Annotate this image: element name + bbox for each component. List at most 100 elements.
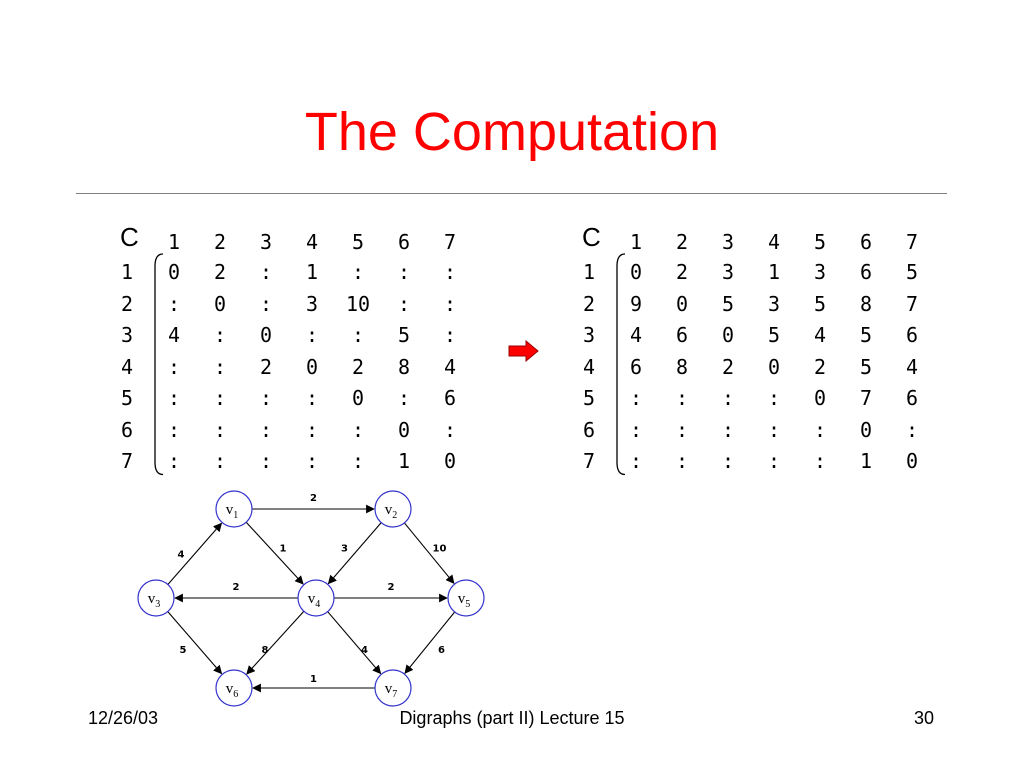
matrix-cell: : bbox=[629, 386, 643, 410]
matrix-cell: : bbox=[813, 449, 827, 473]
edge-weight-label: 2 bbox=[388, 582, 395, 593]
matrix-cell: : bbox=[167, 354, 181, 379]
edge-weight-label: 2 bbox=[233, 582, 240, 593]
row-header: 5 bbox=[583, 386, 596, 410]
matrix-cell: 4 bbox=[167, 323, 181, 347]
matrix-cell: 5 bbox=[859, 323, 873, 347]
matrix-cell: : bbox=[259, 260, 273, 284]
matrix-cell: 0 bbox=[397, 417, 411, 442]
edge-v3-v1 bbox=[167, 522, 223, 585]
matrix-cell: 4 bbox=[905, 354, 919, 379]
matrix-cell: 3 bbox=[767, 291, 781, 316]
column-header: 1 bbox=[167, 230, 181, 254]
matrix-cell: : bbox=[675, 417, 689, 442]
node-v2 bbox=[374, 490, 412, 528]
matrix-cell: : bbox=[813, 417, 827, 442]
edge-weight-label: 5 bbox=[180, 645, 187, 656]
edge-weight-label: 10 bbox=[433, 544, 447, 555]
right-arrow-icon bbox=[508, 340, 539, 362]
matrix-cell: 1 bbox=[859, 449, 873, 473]
matrix-cell: 3 bbox=[721, 260, 735, 284]
matrix-cell: 5 bbox=[905, 260, 919, 284]
matrix-cell: : bbox=[305, 323, 319, 347]
matrix-cell: 8 bbox=[859, 291, 873, 316]
matrix-cell: : bbox=[767, 449, 781, 473]
matrix-cell: 6 bbox=[675, 323, 689, 347]
matrix-cell: : bbox=[443, 260, 457, 284]
matrix-cell: : bbox=[213, 417, 227, 442]
column-header: 6 bbox=[397, 230, 411, 254]
node-v7 bbox=[374, 669, 412, 707]
matrix-cell: : bbox=[259, 386, 273, 410]
matrix-cell: 2 bbox=[813, 354, 827, 379]
node-v4 bbox=[297, 579, 335, 617]
matrix-cell: 2 bbox=[213, 260, 227, 284]
matrix-brackets bbox=[616, 253, 626, 476]
matrix-cell: 0 bbox=[167, 260, 181, 284]
node-v3 bbox=[137, 579, 175, 617]
matrix-cell: 0 bbox=[721, 323, 735, 347]
row-header: 5 bbox=[121, 386, 134, 410]
row-header: 1 bbox=[121, 260, 134, 284]
node-v1 bbox=[215, 490, 253, 528]
column-header: 4 bbox=[767, 230, 781, 254]
column-header: 5 bbox=[351, 230, 365, 254]
matrix-cell: 2 bbox=[675, 260, 689, 284]
matrix-cell: 7 bbox=[859, 386, 873, 410]
row-header: 6 bbox=[121, 417, 134, 442]
matrix-cell: : bbox=[167, 449, 181, 473]
left-bracket bbox=[616, 253, 626, 476]
column-header: 7 bbox=[443, 230, 457, 254]
title-divider bbox=[76, 193, 947, 194]
matrix-cell: : bbox=[213, 386, 227, 410]
matrix-cell: 0 bbox=[905, 449, 919, 473]
edge-v1-v4 bbox=[245, 521, 304, 585]
matrix-cell: : bbox=[721, 417, 735, 442]
node-v6 bbox=[215, 669, 253, 707]
matrix-cell: : bbox=[629, 417, 643, 442]
matrix-cell: 0 bbox=[629, 260, 643, 284]
footer-page-number: 30 bbox=[914, 708, 935, 728]
matrix-cell: : bbox=[351, 323, 365, 347]
matrix-cell: 9 bbox=[629, 291, 643, 316]
column-header: 2 bbox=[675, 230, 689, 254]
column-header: 2 bbox=[213, 230, 227, 254]
row-header: 4 bbox=[121, 354, 134, 379]
row-header: 7 bbox=[583, 449, 596, 473]
matrix-cell: : bbox=[351, 260, 365, 284]
matrix-cell: : bbox=[443, 417, 457, 442]
matrix-cell: 5 bbox=[859, 354, 873, 379]
edge-v2-v5 bbox=[403, 522, 455, 584]
matrix-cell: 0 bbox=[305, 354, 319, 379]
row-header: 2 bbox=[121, 291, 134, 316]
matrix-cell: 6 bbox=[859, 260, 873, 284]
column-header: 1 bbox=[629, 230, 643, 254]
edge-v3-v6 bbox=[167, 611, 223, 675]
edge-weight-label: 4 bbox=[178, 550, 185, 561]
matrix-cell: 0 bbox=[259, 323, 273, 347]
matrix-cell: 6 bbox=[443, 386, 457, 410]
left-bracket bbox=[154, 253, 164, 476]
row-header: 7 bbox=[121, 449, 134, 473]
matrix-cell: : bbox=[305, 449, 319, 473]
row-header: 2 bbox=[583, 291, 596, 316]
matrix-label: C bbox=[120, 222, 139, 252]
row-header: 3 bbox=[121, 323, 134, 347]
edge-v2-v4 bbox=[327, 522, 382, 585]
matrix-cell: 6 bbox=[905, 323, 919, 347]
column-header: 5 bbox=[813, 230, 827, 254]
matrix-cell: 4 bbox=[629, 323, 643, 347]
matrix-cell: 0 bbox=[767, 354, 781, 379]
edge-v4-v7 bbox=[327, 611, 382, 675]
matrix-cell: 3 bbox=[305, 291, 319, 316]
edge-weight-label: 6 bbox=[438, 645, 445, 656]
matrix-cell: 2 bbox=[259, 354, 273, 379]
edge-weight-label: 8 bbox=[262, 645, 269, 656]
matrix-cell: 6 bbox=[905, 386, 919, 410]
matrix-cell: 0 bbox=[675, 291, 689, 316]
matrix-cell: : bbox=[167, 386, 181, 410]
matrix-cell: : bbox=[305, 417, 319, 442]
matrix-cell: : bbox=[167, 417, 181, 442]
matrix-cell: : bbox=[397, 291, 411, 316]
matrix-cell: : bbox=[905, 417, 919, 442]
